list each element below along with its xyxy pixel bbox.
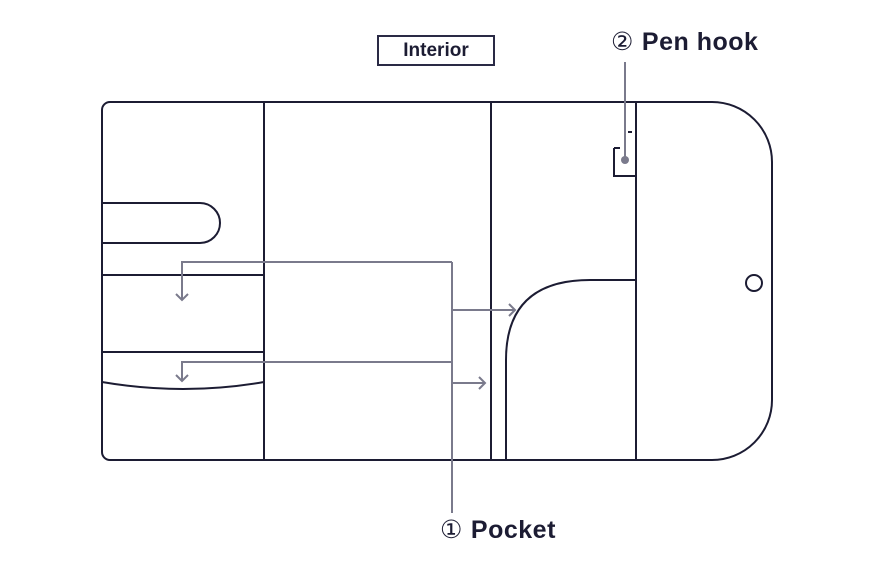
pen-hook: [613, 131, 636, 177]
snap-hole: [745, 274, 763, 292]
pocket-arrow: [452, 376, 487, 390]
pocket-arrow: [175, 361, 452, 383]
interior-title: Interior: [377, 35, 495, 66]
callout-label: Pen hook: [641, 28, 759, 56]
pocket-arrow: [175, 261, 452, 302]
callout-number: ②: [611, 28, 634, 56]
pocket-edge: [505, 279, 636, 460]
pen-hook-dot: [621, 156, 629, 164]
card-pocket-edge: [101, 381, 265, 390]
callout-number: ①: [440, 516, 463, 544]
callout-label: Pocket: [470, 516, 556, 544]
organizer-outline: [101, 101, 773, 461]
card-slot: [102, 202, 221, 244]
pocket-arrow: [452, 303, 517, 317]
